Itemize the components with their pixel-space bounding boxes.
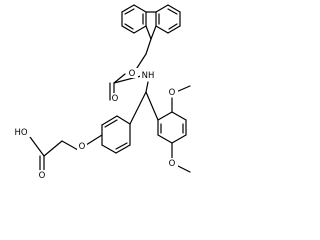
fluorene-left-ring	[121, 4, 147, 34]
ester-oxygen-label: O	[129, 69, 136, 79]
dimethoxyphenyl-ring	[157, 111, 187, 144]
acetic-acid-chain	[29, 134, 103, 174]
methoxy-groups	[171, 85, 191, 173]
methoxy-oxygen-top-label: O	[169, 88, 176, 98]
central-methine	[129, 91, 159, 125]
methoxy-oxygen-bottom-label: O	[169, 159, 176, 169]
carbonyl-oxygen-label: O	[112, 94, 119, 104]
amine-nh-label: NH	[142, 71, 155, 81]
fluorene-right-ring	[155, 4, 181, 34]
phenoxy-ring	[101, 115, 131, 154]
acid-carbonyl-oxygen-label: O	[39, 171, 46, 181]
hydroxyl-label: HO	[14, 128, 27, 138]
fluorene-five-ring	[145, 11, 157, 40]
ether-oxygen-label: O	[79, 142, 86, 152]
chemical-structure: O O NH O O O HO O	[13, 4, 191, 181]
